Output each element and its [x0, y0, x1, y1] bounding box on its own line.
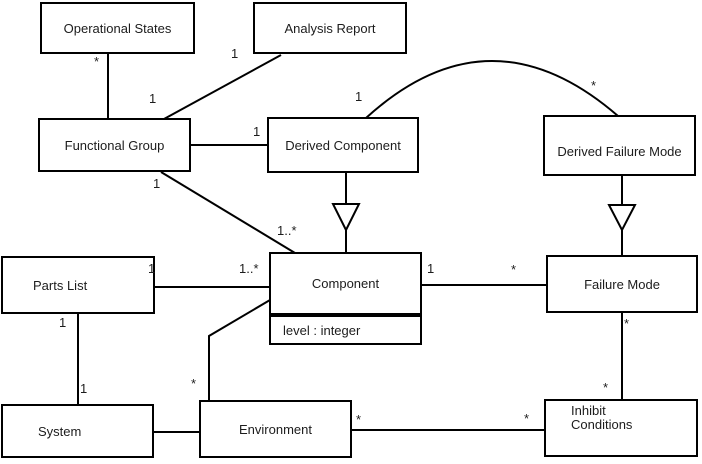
multiplicity-label: * — [191, 376, 197, 391]
edge-component-environment — [208, 299, 271, 401]
class-name-line: Inhibit — [571, 403, 606, 418]
multiplicity-label: 1..* — [239, 261, 259, 276]
class-name: System — [38, 423, 82, 439]
generalization-derived-component-component — [331, 172, 361, 253]
multiplicity-label: 1 — [59, 315, 67, 330]
edge-functional-group-component — [160, 171, 296, 254]
multiplicity-label: 1 — [149, 91, 157, 106]
multiplicity-label: * — [591, 78, 597, 93]
class-failure-mode[interactable]: Failure Mode — [546, 255, 698, 313]
attributes-compartment: level : integer — [271, 315, 420, 343]
attribute-item: level : integer — [283, 322, 361, 338]
multiplicity-label: * — [603, 380, 609, 395]
multiplicity-label: 1..* — [277, 223, 297, 238]
multiplicity-label: * — [524, 411, 530, 426]
class-name: Parts List — [33, 277, 88, 293]
multiplicity-label: * — [624, 316, 630, 331]
class-component[interactable]: Component level : integer — [269, 252, 422, 345]
multiplicity-label: * — [356, 412, 362, 427]
multiplicity-label: 1 — [427, 261, 435, 276]
class-environment[interactable]: Environment — [199, 400, 352, 458]
generalization-arrow-icon — [331, 203, 361, 233]
edge-analysis-report-functional-group — [163, 54, 282, 120]
multiplicity-label: 1 — [153, 176, 161, 191]
multiplicity-label: 1 — [355, 89, 363, 104]
class-name-line: Conditions — [571, 417, 633, 432]
class-name: Component — [271, 254, 420, 315]
multiplicity-label: 1 — [231, 46, 239, 61]
class-inhibit-conditions[interactable]: Inhibit Conditions — [544, 399, 698, 457]
generalization-arrow-icon — [607, 204, 637, 233]
class-system[interactable]: System — [1, 404, 154, 458]
multiplicity-label: * — [94, 54, 100, 69]
class-name: Environment — [239, 421, 312, 437]
class-name: Failure Mode — [584, 276, 660, 292]
multiplicity-label: * — [511, 262, 517, 277]
class-name: Analysis Report — [284, 20, 376, 36]
class-derived-component[interactable]: Derived Component — [267, 117, 419, 173]
multiplicity-label: 1 — [253, 124, 261, 139]
multiplicity-label: 1 — [80, 381, 88, 396]
class-analysis-report[interactable]: Analysis Report — [253, 2, 407, 54]
class-name: Functional Group — [64, 137, 165, 153]
class-parts-list[interactable]: Parts List — [1, 256, 155, 314]
generalization-derived-failure-mode-failure-mode — [607, 175, 637, 256]
multiplicity-label: 1 — [148, 261, 156, 276]
class-derived-failure-mode[interactable]: Derived Failure Mode — [543, 115, 696, 176]
class-name: Operational States — [63, 20, 172, 36]
class-name: Derived Failure Mode — [557, 144, 682, 159]
class-name: Derived Component — [285, 137, 401, 153]
class-operational-states[interactable]: Operational States — [40, 2, 195, 54]
edge-derived-component-derived-failure-mode — [365, 60, 619, 119]
class-functional-group[interactable]: Functional Group — [38, 118, 191, 172]
